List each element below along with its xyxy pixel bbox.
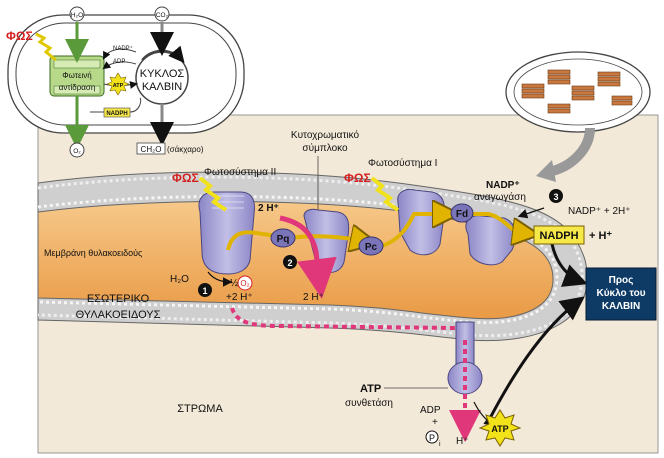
overview-atp: ATP — [113, 83, 124, 89]
nadph-plus-label: + H⁺ — [589, 230, 612, 242]
atp-synthase-label-1: ATP — [360, 383, 381, 395]
phosphate-subscript: i — [439, 441, 441, 448]
phosphate-label: P — [429, 433, 435, 443]
step-2-marker — [283, 255, 297, 269]
nadph-to-calvin-arrow — [550, 243, 588, 287]
proton-in-bottom-label: 2 H⁺ — [303, 292, 324, 303]
water-splitting-arrow — [207, 271, 233, 287]
electron-path-ps1 — [381, 214, 452, 248]
cytochrome-label-2: σύμπλοκο — [302, 142, 348, 154]
nadph-box-label: NADPH — [539, 230, 578, 242]
ferredoxin-fd — [450, 203, 474, 223]
plastocyanin-pc — [358, 236, 384, 256]
water-label: H₂O — [170, 274, 189, 285]
electron-path-fd — [470, 212, 532, 234]
proton-path-lumen — [230, 307, 456, 330]
light-ps2-label: ΦΩΣ — [172, 171, 199, 185]
atp-product-star-icon — [478, 409, 522, 447]
membrane-label: Μεμβράνη θυλακοειδούς — [44, 248, 143, 258]
overview-adp: ADP — [113, 59, 125, 65]
nadph-box — [533, 225, 585, 245]
plastoquinone-pq — [270, 228, 296, 248]
photosystem-2-label: Φωτοσύστημα II — [204, 166, 276, 178]
to-calvin-line-3: ΚΑΛΒΙΝ — [602, 301, 640, 312]
atp-synthase-label-2: συνθετάση — [345, 397, 393, 409]
water-protons-label: +2 H⁺ — [226, 292, 253, 303]
photosystem-1-label: Φωτοσύστημα I — [368, 157, 437, 169]
to-calvin-box — [585, 267, 657, 321]
phosphate-icon — [425, 430, 439, 444]
step-2-label: 2 — [287, 258, 292, 268]
membrane-beads-outer — [37, 175, 584, 338]
overview-atp-star — [106, 72, 130, 96]
membrane-beads-inner — [37, 195, 559, 325]
overview-nadph: NADPH — [106, 111, 127, 117]
overview-nadp: NADP⁺ — [113, 45, 133, 52]
to-calvin-line-2: Κύκλο του — [596, 288, 645, 299]
adp-label: ADP — [420, 405, 441, 416]
light-ps1-lightning-icon — [370, 176, 400, 212]
to-calvin-line-1: Προς — [609, 275, 634, 286]
nadp-reductase-label-1: NADP⁺ — [486, 180, 520, 191]
overview-sugar-formula: CH₂O — [141, 145, 162, 154]
half-oxygen-fraction: ½ — [230, 278, 239, 289]
fd-label: Fd — [456, 209, 468, 220]
proton-in-top-label: 2 H⁺ — [258, 203, 279, 214]
atp-to-calvin-arrow — [486, 296, 585, 423]
step-3-label: 3 — [553, 192, 558, 202]
lumen-label-1: ΕΣΩΤΕΡΙΚΟ — [87, 293, 150, 305]
light-ps2-lightning-icon — [198, 176, 228, 212]
overview-water: H₂O — [71, 12, 83, 19]
chloroplast-overview: Φωτεινή αντίδραση ΚΥΚΛΟΣ ΚΑΛΒΙΝ H₂O CO₂ … — [6, 6, 245, 158]
cytochrome-label-1: Κυτοχρωματικό — [291, 129, 360, 141]
stroma-label: ΣΤΡΩΜΑ — [177, 403, 223, 415]
step-1-marker — [198, 283, 212, 297]
grana-stacks-icon — [521, 69, 633, 114]
overview-lightning-icon — [35, 32, 57, 62]
overview-sugar-note: (σάκχαρο) — [167, 145, 204, 154]
overview-co2: CO₂ — [156, 12, 169, 19]
pc-label: Pc — [365, 242, 378, 253]
zoom-arrow-icon — [546, 127, 595, 177]
calvin-cycle-label-2: ΚΑΛΒΙΝ — [142, 81, 182, 93]
half-oxygen-o2: O₂ — [240, 279, 249, 288]
light-ps1-label: ΦΩΣ — [344, 171, 371, 185]
step-1-label: 1 — [202, 286, 207, 296]
nadp-reductase-label-2: αναγωγάση — [474, 191, 526, 203]
light-reactions-label-1: Φωτεινή — [62, 71, 91, 80]
proton-path-cytochrome — [279, 215, 337, 299]
electron-path-ps2 — [226, 230, 279, 251]
overview-light-label: ΦΩΣ — [6, 29, 33, 43]
nadp-equation: NADP⁺ + 2H⁺ — [568, 206, 631, 217]
nadp-input-arrow — [517, 207, 545, 219]
lumen-label-2: ΘΥΛΑΚΟΕΙΔΟΥΣ — [76, 309, 161, 321]
light-reactions-label-2: αντίδραση — [59, 83, 96, 92]
step-3-marker — [549, 189, 563, 203]
plus-label: + — [432, 417, 438, 428]
chloroplast-inset — [505, 51, 651, 182]
proton-out-label: H⁺ — [456, 436, 469, 447]
atp-product-label: ATP — [491, 424, 508, 434]
pq-label: Pq — [277, 234, 290, 245]
calvin-cycle-label-1: ΚΥΚΛΟΣ — [140, 68, 185, 80]
overview-oxygen: O₂ — [73, 148, 81, 155]
